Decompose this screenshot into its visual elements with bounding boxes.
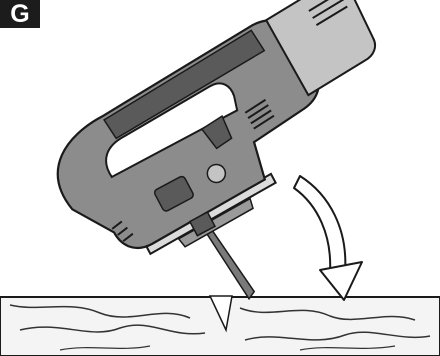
curved-arrow-icon xyxy=(294,176,362,300)
